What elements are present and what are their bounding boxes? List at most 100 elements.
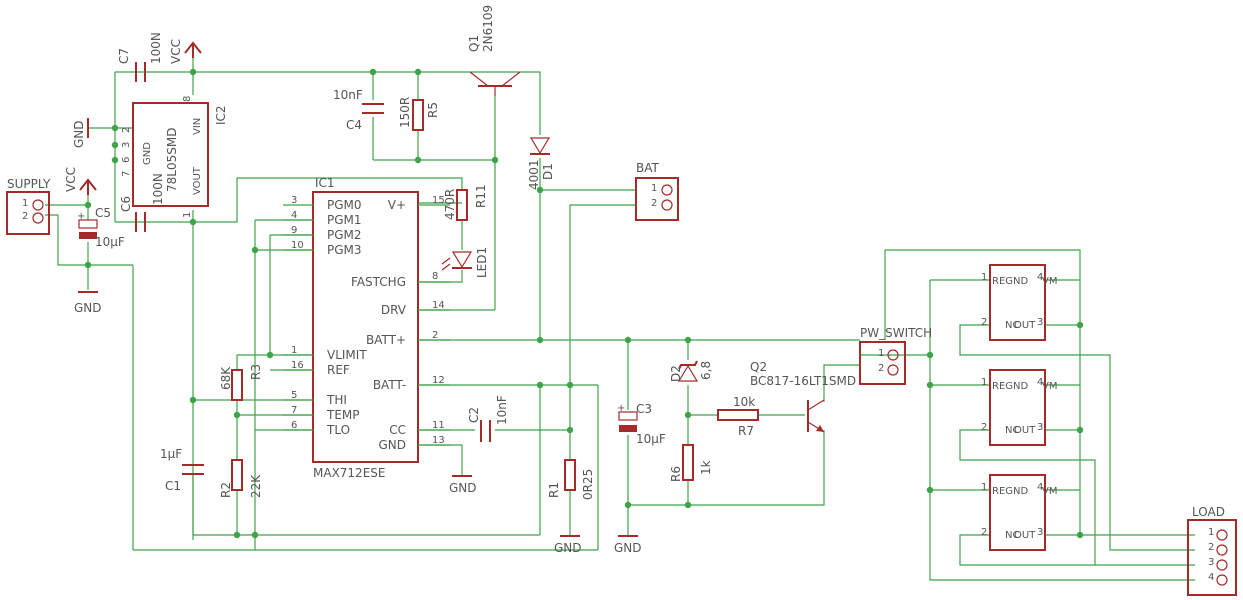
ic1-pin-number: 13 [432, 435, 445, 446]
c3-value: 10µF [636, 432, 666, 446]
svg-text:3: 3 [121, 142, 132, 148]
r3-ref: R3 [249, 364, 263, 380]
supply-pin-2: 2 [22, 211, 28, 222]
c1-capacitor: 1µF C1 [160, 447, 204, 493]
svg-text:VM: VM [1042, 276, 1057, 287]
q2-transistor: Q2 BC817-16LT1SMD [750, 360, 856, 433]
c3-capacitor: + C3 10µF [617, 402, 666, 446]
svg-text:2: 2 [1208, 542, 1214, 553]
ic1-pin-name: TEMP [326, 408, 360, 422]
c5-ref: C5 [95, 206, 111, 220]
ic1-pin-name: BATT+ [366, 333, 406, 347]
ic1-pin-number: 5 [291, 390, 297, 401]
vcc-left-symbol: VCC [64, 167, 97, 195]
r2-resistor: R2 22K [219, 459, 263, 498]
load-label: LOAD [1192, 505, 1225, 519]
gnd-ic1-symbol: GND [449, 475, 477, 495]
gnd-left-label: GND [74, 301, 102, 315]
ic1-ref: IC1 [315, 176, 335, 190]
ic1-pin-number: 15 [432, 195, 445, 206]
ic1-pin-number: 4 [291, 210, 297, 221]
svg-text:4: 4 [1208, 572, 1214, 583]
vcc-top-label: VCC [169, 39, 183, 64]
ic1-pin-name: V+ [388, 198, 406, 212]
gnd-ic2-label: GND [72, 120, 86, 148]
ic2-pin-vin: VIN [192, 118, 203, 135]
c4-ref: C4 [346, 118, 362, 132]
svg-text:+: + [77, 211, 85, 222]
svg-text:1: 1 [182, 212, 193, 218]
svg-text:4: 4 [1037, 272, 1043, 283]
pw-switch-label: PW_SWITCH [860, 326, 932, 340]
svg-text:OUT: OUT [1014, 320, 1036, 331]
ic2-pin-gnd: GND [142, 142, 153, 165]
r1-resistor: R1 0R25 [547, 459, 595, 500]
gnd-ic2-symbol: GND [72, 118, 89, 148]
svg-text:3: 3 [1037, 422, 1043, 433]
r5-resistor: R5 150R [398, 97, 440, 131]
d1-diode: D1 4001 [527, 137, 555, 190]
c7-ref: C7 [117, 48, 131, 64]
svg-text:6: 6 [121, 157, 132, 163]
svg-text:1: 1 [981, 377, 987, 388]
c6-value: 100N [151, 173, 165, 205]
r1-ref: R1 [547, 482, 561, 498]
svg-text:3: 3 [1037, 527, 1043, 538]
c2-value: 10nF [495, 395, 509, 425]
c7-value: 100N [149, 32, 163, 64]
svg-text:1: 1 [981, 482, 987, 493]
svg-text:4: 4 [1037, 482, 1043, 493]
r2-value: 22K [249, 474, 263, 498]
svg-text:NC: NC [1005, 530, 1019, 541]
c6-ref: C6 [119, 196, 133, 212]
r7-value: 10k [733, 395, 755, 409]
bat-connector: BAT 1 2 [635, 161, 679, 221]
supply-label: SUPPLY [7, 177, 51, 191]
ic1-pin-number: 1 [291, 345, 297, 356]
svg-text:2: 2 [878, 363, 884, 374]
ic1-pin-name: VLIMIT [327, 348, 367, 362]
gnd-left-symbol: GND [74, 291, 102, 315]
c2-capacitor: C2 10nF [467, 395, 509, 442]
svg-text:8: 8 [432, 271, 438, 282]
c4-value: 10nF [333, 88, 363, 102]
r6-resistor: R6 1k [669, 444, 713, 482]
ic1-pin-name: PGM1 [327, 213, 362, 227]
d1-ref: D1 [541, 163, 555, 180]
ic1-pin-name: FASTCHG [351, 275, 406, 289]
svg-text:1: 1 [878, 348, 884, 359]
r1-value: 0R25 [581, 469, 595, 500]
ic1-pin-name: TLO [326, 423, 350, 437]
svg-text:NC: NC [1005, 320, 1019, 331]
svg-text:2: 2 [121, 127, 132, 133]
ic1-pin-name: PGM0 [327, 198, 362, 212]
ic1-pin-number: 2 [432, 330, 438, 341]
q1-transistor: Q1 2N6109 [467, 5, 521, 96]
gnd-r1-label: GND [554, 541, 582, 555]
r11-value: 470R [443, 189, 457, 220]
d1-value: 4001 [527, 159, 541, 190]
ic1-pin-number: 7 [291, 405, 297, 416]
ic1-pin-name: BATT- [373, 378, 406, 392]
gnd-c3-label: GND [614, 541, 642, 555]
ic2-regulator: IC2 78L05SMD GND VIN VOUT 8 1 2 3 6 7 [121, 96, 228, 218]
c1-ref: C1 [165, 479, 181, 493]
ic1-pin-number: 10 [291, 240, 304, 251]
c4-capacitor: 10nF C4 [333, 88, 384, 132]
r2-ref: R2 [219, 482, 233, 498]
svg-text:8: 8 [182, 96, 193, 102]
ic1-pin-number: 16 [291, 360, 304, 371]
bat-label: BAT [636, 161, 660, 175]
ic1-pin-number: 3 [291, 195, 297, 206]
d2-ref: D2 [669, 365, 683, 382]
c7-capacitor: C7 100N [117, 32, 163, 82]
ic1-pin-number: 9 [291, 225, 297, 236]
c1-value: 1µF [160, 447, 182, 461]
q2-ref: Q2 [750, 360, 767, 374]
ic1-pin-name: CC [389, 423, 406, 437]
svg-text:4: 4 [1037, 377, 1043, 388]
